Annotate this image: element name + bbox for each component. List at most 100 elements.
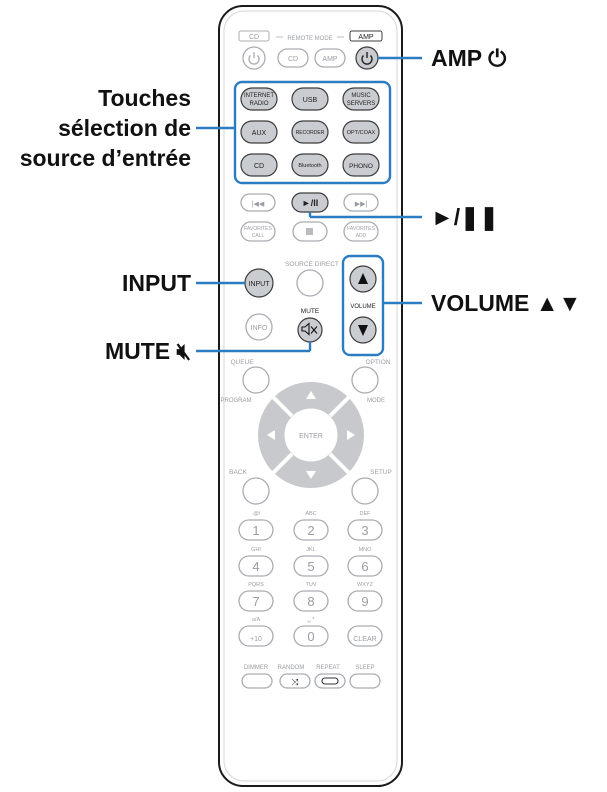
random-label: RANDOM	[278, 665, 305, 671]
keypad-button-12[interactable]	[347, 625, 383, 647]
source-internet-radio-label-1: INTERNET	[244, 93, 274, 99]
play-pause-label: ►/II	[302, 198, 318, 208]
cd-mode-button[interactable]	[277, 48, 309, 68]
keypad-letters-7: PQRS	[248, 582, 264, 588]
source-usb-button[interactable]	[291, 87, 329, 111]
volume-callout: VOLUME ▲▼	[431, 290, 582, 316]
source-usb-label: USB	[303, 97, 318, 104]
previous-icon: |◀◀	[252, 201, 265, 208]
keypad-letters-5: JKL	[306, 547, 315, 553]
source-music-servers-label-2: SERVERS	[347, 101, 376, 107]
keypad-button-7[interactable]	[238, 590, 274, 612]
enter-label: ENTER	[299, 433, 323, 440]
source-phono-button[interactable]	[342, 153, 380, 177]
next-icon: ▶▶|	[355, 201, 368, 208]
source-internet-radio-button[interactable]	[240, 87, 278, 111]
enter-button[interactable]	[283, 407, 339, 463]
keypad-digit-5: 5	[307, 559, 314, 574]
source-opt-coax-button[interactable]	[342, 120, 380, 144]
keypad-button-8[interactable]	[293, 590, 329, 612]
keypad-digit-7: 7	[252, 594, 259, 609]
source-cd-label: CD	[254, 163, 264, 170]
favorites-add-label-1: FAVORITES	[347, 226, 375, 232]
dimmer-label: DIMMER	[244, 665, 269, 671]
volume-highlight	[341, 254, 385, 357]
source-direct-button[interactable]	[296, 269, 324, 297]
keypad-letters-10: a/A	[252, 617, 261, 623]
favorites-call-label-1: FAVORITES	[244, 226, 272, 232]
random-button[interactable]	[279, 673, 311, 689]
source-select-callout-line-3: source d’entrée	[19, 145, 191, 171]
setup-button[interactable]	[351, 477, 379, 505]
mute-callout: MUTE 🔇︎	[104, 338, 191, 364]
repeat-button[interactable]	[314, 673, 346, 689]
mute-label: MUTE	[301, 308, 320, 315]
remote-inner-edge	[223, 10, 398, 782]
queue-button[interactable]	[242, 366, 270, 394]
volume-down-icon	[358, 325, 368, 336]
dimmer-button[interactable]	[241, 673, 273, 689]
keypad-button-9[interactable]	[347, 590, 383, 612]
keypad-digit-3: 3	[361, 523, 368, 538]
keypad-button-6[interactable]	[347, 555, 383, 577]
keypad-button-11[interactable]	[293, 625, 329, 647]
source-opt-coax-label: OPT/COAX	[347, 130, 376, 136]
source-aux-label: AUX	[252, 130, 267, 137]
source-recorder-label: RECORDER	[296, 130, 325, 136]
source-music-servers-button[interactable]	[342, 87, 380, 111]
keypad-digit-8: 8	[307, 594, 314, 609]
keypad-button-4[interactable]	[238, 555, 274, 577]
keypad-digit-6: 6	[361, 559, 368, 574]
keypad-letters-9: WXYZ	[357, 582, 374, 588]
source-bluetooth-label: Bluetooth	[298, 163, 321, 169]
previous-button[interactable]	[240, 193, 276, 212]
favorites-add-button[interactable]	[343, 221, 379, 242]
input-label: INPUT	[249, 281, 271, 288]
keypad-button-1[interactable]	[238, 519, 274, 541]
mute-icon	[301, 322, 318, 336]
option-button[interactable]	[351, 366, 379, 394]
keypad-button-3[interactable]	[347, 519, 383, 541]
keypad-digit-4: 4	[252, 559, 259, 574]
next-button[interactable]	[343, 193, 379, 212]
shuffle-icon: ⤨	[291, 677, 299, 687]
power-icon	[248, 52, 260, 65]
keypad-letters-8: TUV	[306, 582, 317, 588]
source-recorder-button[interactable]	[291, 120, 329, 144]
play-pause-callout: ►/❚❚	[431, 204, 499, 230]
source-cd-button[interactable]	[240, 153, 278, 177]
keypad-button-10[interactable]	[238, 625, 274, 647]
input-callout: INPUT	[122, 270, 191, 296]
mode-cd-indicator	[238, 30, 270, 42]
source-internet-radio-label-2: RADIO	[249, 101, 268, 107]
cd-mode-label: CD	[288, 56, 298, 63]
keypad-button-2[interactable]	[293, 519, 329, 541]
source-direct-label: SOURCE DIRECT	[285, 261, 339, 268]
source-bluetooth-button[interactable]	[291, 153, 329, 177]
down-arrow-icon	[306, 471, 316, 479]
info-button[interactable]	[245, 313, 273, 341]
up-arrow-icon	[306, 391, 316, 399]
mode-amp-indicator	[349, 30, 383, 42]
sleep-button[interactable]	[349, 673, 381, 689]
keypad-digit-2: 2	[307, 523, 314, 538]
keypad-letters-2: ABC	[305, 511, 316, 517]
source-phono-label: PHONO	[349, 163, 373, 170]
mode-amp-text: AMP	[358, 34, 374, 41]
keypad-digit-10: +10	[250, 636, 262, 643]
mode-cd-text: CD	[249, 34, 259, 41]
back-button[interactable]	[242, 477, 270, 505]
amp-mode-button[interactable]	[314, 48, 346, 68]
queue-label: QUEUE	[230, 359, 254, 366]
keypad-digit-9: 9	[361, 594, 368, 609]
amp-mode-label: AMP	[322, 56, 338, 63]
stop-icon	[306, 228, 313, 235]
favorites-call-button[interactable]	[240, 221, 276, 242]
keypad-digit-12: CLEAR	[353, 636, 376, 643]
source-select-highlight	[233, 80, 392, 185]
info-label: INFO	[251, 325, 268, 332]
remote-mode-text: REMOTE MODE	[287, 36, 332, 42]
repeat-label: REPEAT	[316, 665, 340, 671]
source-aux-button[interactable]	[240, 120, 278, 144]
keypad-button-5[interactable]	[293, 555, 329, 577]
